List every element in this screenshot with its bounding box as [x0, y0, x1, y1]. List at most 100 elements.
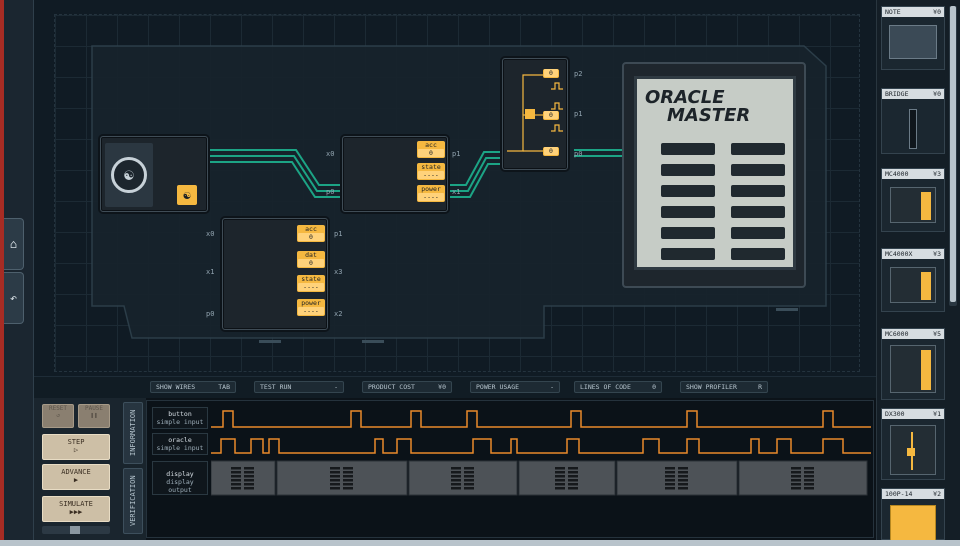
display-mini-segment [343, 487, 353, 490]
display-segment [731, 143, 785, 155]
side-tabs: INFORMATION VERIFICATION [120, 398, 146, 540]
power-usage-readout: POWER USAGE- [470, 381, 560, 393]
display-mini-segment [451, 479, 461, 482]
mc4000x-icon [890, 267, 936, 303]
display-segment [731, 227, 785, 239]
display-mini-segment [451, 471, 461, 474]
display-segment [661, 143, 715, 155]
display-mini-segment [568, 467, 578, 470]
display-output-block [211, 460, 276, 496]
pause-button[interactable]: PAUSE❚❚ [78, 404, 110, 428]
pin-label: x3 [334, 268, 343, 276]
part-note[interactable]: NOTE¥0 [881, 6, 945, 70]
parts-panel: NOTE¥0 BRIDGE¥0 MC4000¥3 MC4000X¥3 MC600… [876, 0, 960, 541]
display-mini-segment [330, 475, 340, 478]
display-mini-segment [804, 471, 814, 474]
display-output-block [738, 460, 868, 496]
register-power: power---- [417, 185, 445, 202]
display-mini-segment [244, 475, 254, 478]
display-mini-segment [568, 483, 578, 486]
display-mini-segment [451, 467, 461, 470]
oracle-button[interactable]: ☯ [105, 143, 153, 207]
display-segment [731, 248, 785, 260]
register-state: state---- [417, 163, 445, 180]
wave-button-signal [211, 410, 871, 428]
display-mini-segment [330, 471, 340, 474]
dx300-icon [890, 425, 936, 475]
oracle-input-module[interactable]: ☯ ☯ [100, 136, 208, 212]
mc4000-icon [890, 187, 936, 223]
speed-slider-thumb[interactable] [70, 526, 80, 534]
dx300-chip[interactable]: 0 0 0 [502, 58, 568, 170]
step-button[interactable]: STEP▷ [42, 434, 110, 460]
display-mini-segment [791, 483, 801, 486]
red-edge-strip [0, 0, 4, 540]
display-mini-segment [231, 487, 241, 490]
display-mini-segment [665, 471, 675, 474]
tab-information[interactable]: INFORMATION [123, 402, 143, 464]
display-segment [731, 185, 785, 197]
dx-value-p2: 0 [543, 69, 559, 78]
speed-slider[interactable] [42, 526, 110, 534]
part-dx300[interactable]: DX300¥1 [881, 408, 945, 480]
display-mini-segment [343, 479, 353, 482]
oracle-master-screen: ORACLE MASTER [634, 76, 796, 270]
undo-button[interactable]: ↶ [4, 272, 24, 324]
display-mini-segment [665, 483, 675, 486]
pin-label: x0 [206, 230, 215, 238]
display-mini-segment [555, 483, 565, 486]
display-mini-segment [568, 471, 578, 474]
display-mini-segment [665, 475, 675, 478]
pin-label: x1 [206, 268, 215, 276]
display-mini-segment [568, 487, 578, 490]
part-mc4000[interactable]: MC4000¥3 [881, 168, 945, 232]
simulation-controls: RESET↺ PAUSE❚❚ STEP▷ ADVANCE▶ SIMULATE▶▶… [34, 398, 120, 540]
display-mini-segment [330, 483, 340, 486]
display-mini-segment [791, 471, 801, 474]
part-mc6000[interactable]: MC6000¥5 [881, 328, 945, 400]
left-tool-rail: ⌂ ↶ [4, 0, 34, 540]
parts-scrollbar-thumb[interactable] [950, 6, 956, 302]
display-mini-segment [568, 479, 578, 482]
display-mini-segment [555, 467, 565, 470]
display-segment [661, 206, 715, 218]
advance-button[interactable]: ADVANCE▶ [42, 464, 110, 490]
display-mini-segment [678, 479, 688, 482]
undo-icon: ↶ [9, 291, 18, 305]
display-mini-segment [665, 467, 675, 470]
dx300-circuit [507, 74, 563, 152]
display-mini-segment [464, 479, 474, 482]
simulate-button[interactable]: SIMULATE▶▶▶ [42, 496, 110, 522]
advance-icon: ▶ [73, 476, 79, 484]
display-mini-segment [244, 483, 254, 486]
part-bridge[interactable]: BRIDGE¥0 [881, 88, 945, 154]
oracle-sensor-icon: ☯ [177, 185, 197, 205]
display-mini-segment [678, 487, 688, 490]
register-state: state---- [297, 275, 325, 292]
parts-scrollbar[interactable] [949, 6, 957, 306]
reset-button[interactable]: RESET↺ [42, 404, 74, 428]
part-100p-14[interactable]: 100P-14¥2 [881, 488, 945, 541]
yin-yang-icon: ☯ [111, 157, 147, 193]
home-button[interactable]: ⌂ [4, 218, 24, 270]
display-mini-segment [451, 487, 461, 490]
display-mini-segment [791, 487, 801, 490]
display-mini-segment [804, 487, 814, 490]
oracle-master-logo: ORACLE MASTER [645, 87, 751, 126]
display-mini-segment [555, 479, 565, 482]
part-mc4000x[interactable]: MC4000X¥3 [881, 248, 945, 312]
display-mini-segment [678, 471, 688, 474]
tab-verification[interactable]: VERIFICATION [123, 468, 143, 534]
display-segment [661, 185, 715, 197]
display-mini-segment [804, 467, 814, 470]
